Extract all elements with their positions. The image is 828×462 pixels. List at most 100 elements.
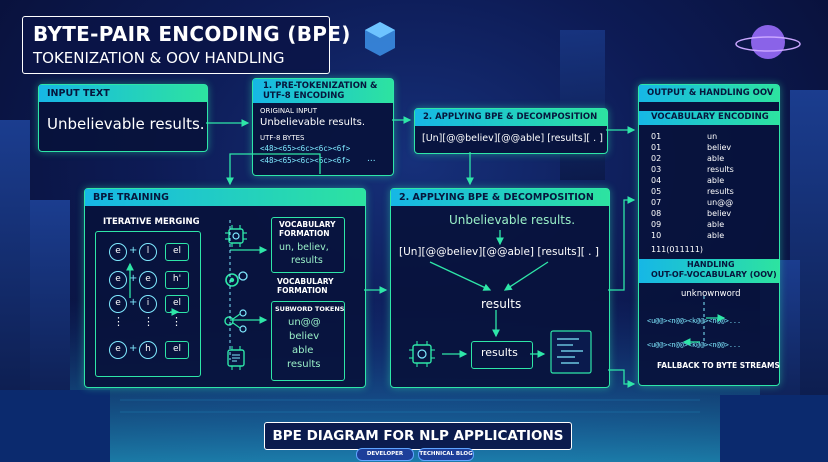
result-box bbox=[471, 341, 533, 369]
network-icon bbox=[224, 309, 247, 333]
merge-row4-op: + bbox=[129, 343, 138, 354]
title-main: BYTE-PAIR ENCODING (BPE) bbox=[33, 22, 351, 46]
vocab-row-id: 10 bbox=[651, 231, 662, 240]
vocab-row-token: un@@ bbox=[707, 198, 734, 207]
applying-result-word: results bbox=[481, 297, 522, 311]
footer-title-box: BPE DIAGRAM FOR NLP APPLICATIONS bbox=[264, 422, 572, 450]
merge-row3-op: + bbox=[129, 297, 138, 308]
vocab-encoding-header: VOCABULARY ENCODING bbox=[651, 112, 769, 122]
vocab-row-token: able bbox=[707, 220, 725, 229]
merge-row1-op: + bbox=[129, 245, 138, 256]
merge-row4-left: e bbox=[109, 341, 127, 359]
subword-tokens-box bbox=[271, 301, 345, 381]
code-screen-icon bbox=[550, 330, 592, 374]
title-box: BYTE-PAIR ENCODING (BPE) TOKENIZATION & … bbox=[22, 16, 350, 74]
bpe-training-panel: BPE TRAINING ITERATIVE MERGING e + l el … bbox=[84, 188, 366, 388]
utf8-bytes-ellipsis: ... bbox=[367, 154, 376, 164]
vocab-row-token: results bbox=[707, 165, 734, 174]
output-oov-panel: OUTPUT & HANDLING OOV VOCABULARY ENCODIN… bbox=[638, 84, 780, 386]
chip-icon bbox=[225, 225, 247, 247]
vocab-row-id: 09 bbox=[651, 220, 662, 229]
merge-row3-mid: i bbox=[139, 295, 157, 313]
pretokenization-header-line2: UTF-8 ENCODING bbox=[263, 91, 345, 101]
oov-unknown-word: unknownword bbox=[681, 289, 741, 299]
footer-title: BPE DIAGRAM FOR NLP APPLICATIONS bbox=[272, 428, 564, 444]
input-text-header: INPUT TEXT bbox=[39, 85, 207, 102]
applying-bpe-main-header: 2. APPLYING BPE & DECOMPOSITION bbox=[391, 189, 609, 206]
oov-bytes-line2: <u@@><n@@><k@@><n@@>... bbox=[647, 341, 742, 349]
applying-bpe-small-tokens: [Un][@@believ][@@able] [results][ . ] bbox=[422, 133, 603, 144]
vocab-words-line2: results bbox=[291, 255, 323, 266]
utf8-bytes-line2: <48><65><6c><6c><6f> bbox=[260, 156, 351, 165]
applying-tokens: [Un][@@believ][@@able] [results][ . ] bbox=[399, 246, 599, 258]
merge-row1-left: e bbox=[109, 243, 127, 261]
vocab-row-token: results bbox=[707, 187, 734, 196]
merge-dots-2: ⋮ bbox=[143, 315, 154, 328]
subword-token-4: results bbox=[287, 359, 321, 370]
vocab-row-token: able bbox=[707, 176, 725, 185]
gears-icon bbox=[225, 271, 248, 287]
utf8-bytes-label: UTF-8 BYTES bbox=[260, 134, 305, 142]
cpu-icon bbox=[409, 341, 435, 367]
developer-guide-badge[interactable]: DEVELOPER GUIDE bbox=[356, 448, 414, 461]
vocab-formation-title-line1: VOCABULARY bbox=[279, 220, 336, 229]
input-text-panel: INPUT TEXT Unbelievable results. bbox=[38, 84, 208, 152]
vocabulary-formation-box bbox=[271, 217, 345, 273]
oov-fallback: FALLBACK TO BYTE STREAMS bbox=[657, 361, 780, 370]
merge-row2-mid: e bbox=[139, 271, 157, 289]
applying-input-text: Unbelievable results. bbox=[449, 213, 576, 227]
merge-row2-left: e bbox=[109, 271, 127, 289]
vocab-formation2-title-line1: VOCABULARY bbox=[277, 277, 334, 286]
input-text-value: Unbelievable results. bbox=[47, 115, 205, 133]
oov-header-line2: OUT-OF-VOCABULARY (OOV) bbox=[651, 270, 777, 279]
merge-row3-result: el bbox=[165, 295, 189, 313]
vocab-row-token: believ bbox=[707, 209, 732, 218]
merge-row1-mid: l bbox=[139, 243, 157, 261]
pretokenization-panel: 1. PRE-TOKENIZATION & UTF-8 ENCODING ORI… bbox=[252, 78, 394, 176]
applying-bpe-small-panel: 2. APPLYING BPE & DECOMPOSITION [Un][@@b… bbox=[414, 108, 608, 154]
vocab-encoding-header-bg bbox=[639, 111, 779, 125]
subword-token-2: believ bbox=[289, 331, 320, 342]
vocab-formation-title-line2: FORMATION bbox=[279, 229, 330, 238]
merge-row3-left: e bbox=[109, 295, 127, 313]
merge-dots-3: ⋮ bbox=[171, 315, 182, 328]
vocab-row-id: 04 bbox=[651, 176, 662, 185]
vocab-row-id: 02 bbox=[651, 154, 662, 163]
vocab-row-token: un bbox=[707, 132, 718, 141]
oov-bytes-line1: <u@@><n@@><k@@><n@@>... bbox=[647, 317, 742, 325]
bpe-training-header: BPE TRAINING bbox=[85, 189, 365, 206]
utf8-bytes-line1: <48><65><6c><6c><6f> bbox=[260, 144, 351, 153]
output-header: OUTPUT & HANDLING OOV bbox=[639, 85, 779, 102]
vocab-binary: 111(011111) bbox=[651, 245, 704, 254]
merge-row2-op: + bbox=[129, 273, 138, 284]
oov-header-line1: HANDLING bbox=[687, 260, 735, 269]
result-box-text: results bbox=[481, 346, 518, 359]
pretokenization-header-line1: 1. PRE-TOKENIZATION & bbox=[263, 81, 378, 91]
vocab-row-token: able bbox=[707, 231, 725, 240]
iterative-merging-box bbox=[95, 231, 201, 377]
subword-tokens-title: SUBWORD TOKENS bbox=[275, 305, 345, 313]
pretokenization-header-bg bbox=[253, 79, 393, 103]
merge-row1-result: el bbox=[165, 243, 189, 261]
original-input-text: Unbelievable results. bbox=[260, 117, 366, 128]
vocab-words-line1: un, believ, bbox=[279, 242, 329, 253]
merge-dots-1: ⋮ bbox=[113, 315, 124, 328]
merge-row4-mid: h bbox=[139, 341, 157, 359]
applying-bpe-main-panel: 2. APPLYING BPE & DECOMPOSITION Unbeliev… bbox=[390, 188, 610, 388]
vocab-row-token: believ bbox=[707, 143, 732, 152]
merge-row2-result: h' bbox=[165, 271, 189, 289]
title-subtitle: TOKENIZATION & OOV HANDLING bbox=[33, 49, 285, 67]
vocab-row-token: able bbox=[707, 154, 725, 163]
vocab-row-id: 01 bbox=[651, 143, 662, 152]
original-input-label: ORIGINAL INPUT bbox=[260, 107, 317, 115]
subword-token-1: un@@ bbox=[288, 317, 321, 328]
applying-bpe-small-header: 2. APPLYING BPE & DECOMPOSITION bbox=[415, 109, 607, 126]
oov-header-bg bbox=[639, 259, 779, 283]
iterative-merging-label: ITERATIVE MERGING bbox=[103, 217, 200, 227]
vocab-row-id: 08 bbox=[651, 209, 662, 218]
vocab-row-id: 07 bbox=[651, 198, 662, 207]
technical-blog-badge[interactable]: TECHNICAL BLOG bbox=[418, 448, 474, 461]
merge-row4-result: el bbox=[165, 341, 189, 359]
vocab-row-id: 05 bbox=[651, 187, 662, 196]
